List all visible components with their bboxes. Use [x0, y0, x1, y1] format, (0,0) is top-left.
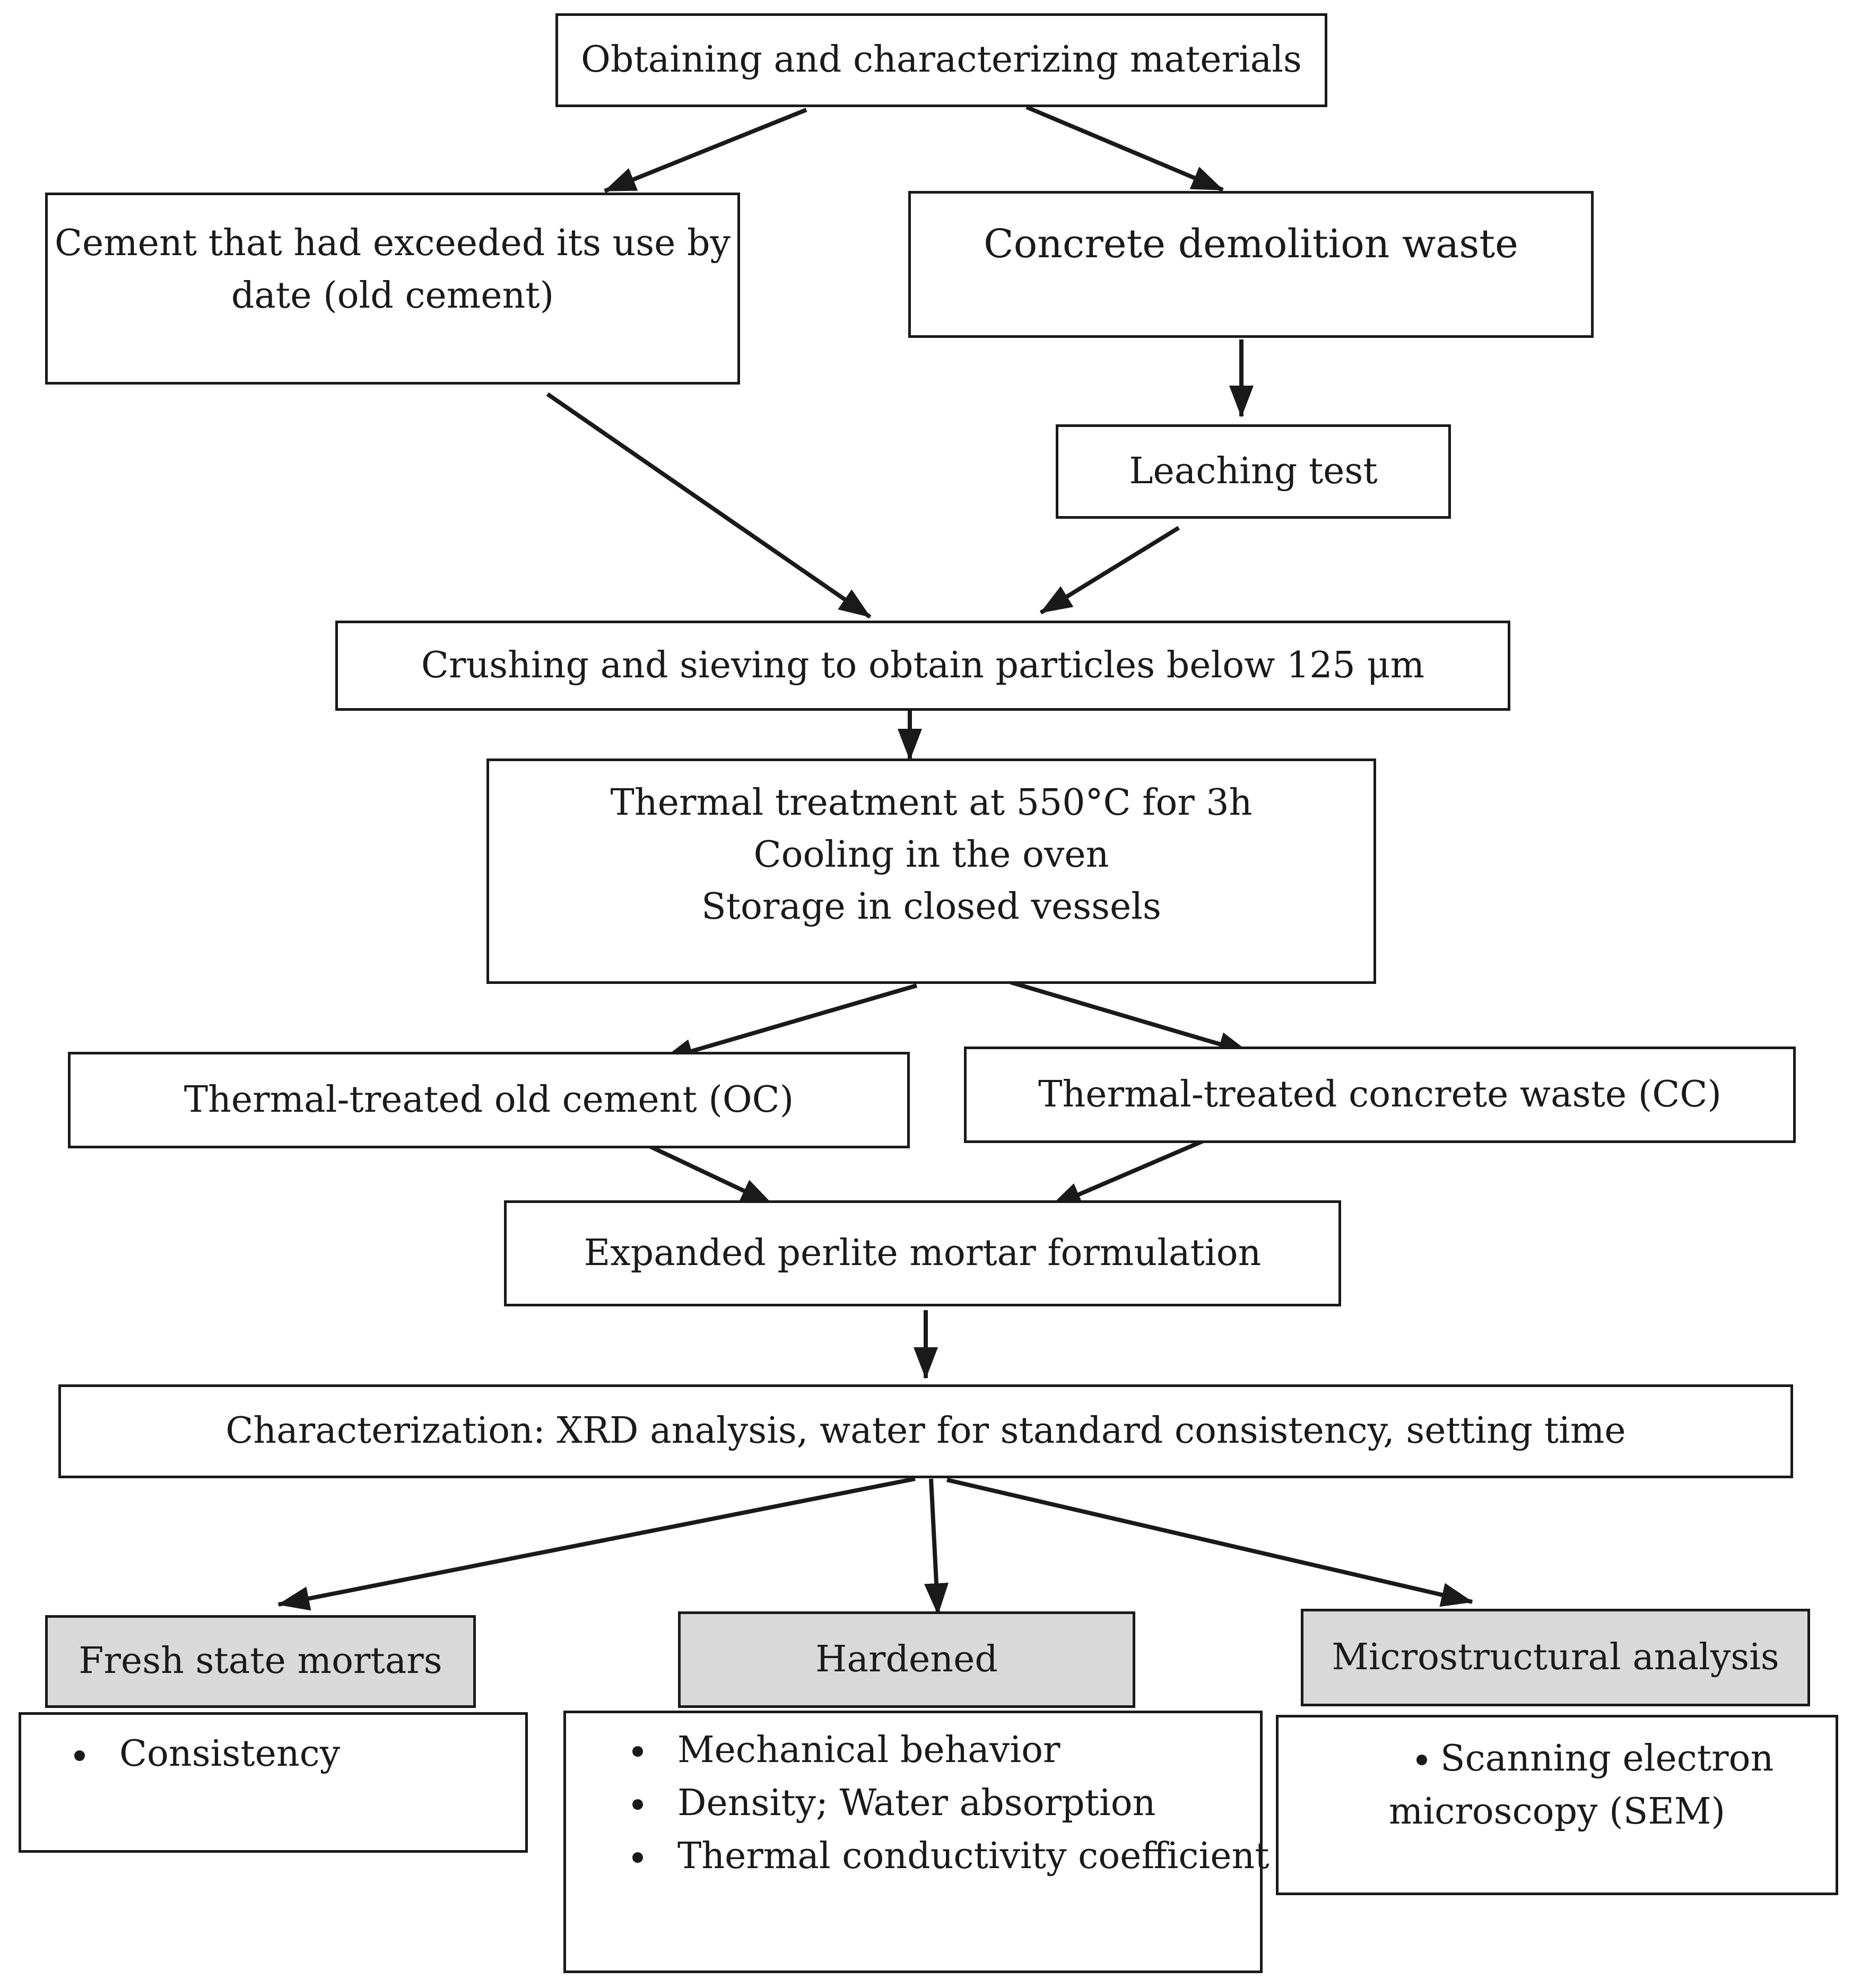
- list-item: Consistency: [21, 1728, 340, 1781]
- arrow-cc-to-formulation: [1049, 1136, 1211, 1209]
- arrow-characterization-to-fresh: [277, 1477, 916, 1611]
- characterization-label: Characterization: XRD analysis, water fo…: [225, 1410, 1626, 1452]
- formulation-label: Expanded perlite mortar formulation: [584, 1232, 1262, 1274]
- cc-label: Thermal-treated concrete waste (CC): [1038, 1073, 1721, 1115]
- list-item: Density; Water absorption: [579, 1777, 1270, 1830]
- demolition-waste-label: Concrete demolition waste: [984, 221, 1518, 267]
- materials-box: Obtaining and characterizing materials: [555, 13, 1327, 107]
- cc-box: Thermal-treated concrete waste (CC): [964, 1047, 1796, 1143]
- thermal-treatment-box: Thermal treatment at 550°C for 3h Coolin…: [486, 758, 1376, 984]
- list-item: Scanning electron: [1279, 1732, 1773, 1785]
- arrow-characterization-to-hardened: [924, 1478, 949, 1615]
- arrow-characterization-to-micro: [946, 1478, 1473, 1607]
- thermal-line-1: Thermal treatment at 550°C for 3h: [610, 782, 1253, 824]
- arrow-leaching-to-crushing: [1039, 526, 1180, 615]
- oc-label: Thermal-treated old cement (OC): [184, 1078, 794, 1121]
- arrow-thermal-to-oc: [661, 983, 918, 1063]
- microstructural-list: Scanning electron: [1279, 1732, 1773, 1785]
- formulation-box: Expanded perlite mortar formulation: [504, 1200, 1341, 1306]
- list-item: Mechanical behavior: [579, 1724, 1270, 1777]
- arrow-old-cement-to-crushing: [546, 392, 872, 619]
- materials-label: Obtaining and characterizing materials: [581, 39, 1302, 81]
- hardened-title-box: Hardened: [678, 1611, 1135, 1708]
- thermal-line-2: Cooling in the oven: [753, 834, 1109, 876]
- arrow-thermal-to-cc: [1010, 980, 1250, 1056]
- fresh-state-list: Consistency: [21, 1728, 340, 1781]
- crushing-box: Crushing and sieving to obtain particles…: [335, 621, 1510, 711]
- microstructural-title-box: Microstructural analysis: [1301, 1609, 1810, 1706]
- microstructural-title: Microstructural analysis: [1332, 1636, 1779, 1678]
- list-item: Thermal conductivity coefficient: [579, 1830, 1270, 1883]
- hardened-list: Mechanical behavior Density; Water absor…: [579, 1724, 1270, 1883]
- microstructural-list-box: Scanning electron microscopy (SEM): [1276, 1715, 1838, 1895]
- old-cement-line-1: Cement that had exceeded its use by: [55, 222, 731, 264]
- arrow-materials-to-demolition-waste: [1025, 105, 1224, 192]
- leaching-box: Leaching test: [1056, 424, 1451, 519]
- fresh-state-title-box: Fresh state mortars: [45, 1615, 476, 1708]
- characterization-box: Characterization: XRD analysis, water fo…: [58, 1384, 1793, 1478]
- arrow-oc-to-formulation: [645, 1143, 773, 1206]
- hardened-title: Hardened: [815, 1638, 998, 1680]
- old-cement-line-2: date (old cement): [231, 274, 554, 317]
- leaching-label: Leaching test: [1129, 450, 1378, 492]
- arrow-materials-to-old-cement: [604, 108, 807, 193]
- crushing-label: Crushing and sieving to obtain particles…: [421, 644, 1425, 686]
- microstructural-list-continuation: microscopy (SEM): [1388, 1791, 1726, 1833]
- hardened-list-box: Mechanical behavior Density; Water absor…: [563, 1711, 1270, 1973]
- fresh-state-list-box: Consistency: [19, 1712, 528, 1853]
- oc-box: Thermal-treated old cement (OC): [68, 1052, 910, 1148]
- demolition-waste-box: Concrete demolition waste: [908, 191, 1594, 338]
- fresh-state-title: Fresh state mortars: [79, 1640, 442, 1682]
- old-cement-box: Cement that had exceeded its use by date…: [45, 193, 740, 385]
- thermal-line-3: Storage in closed vessels: [701, 886, 1161, 928]
